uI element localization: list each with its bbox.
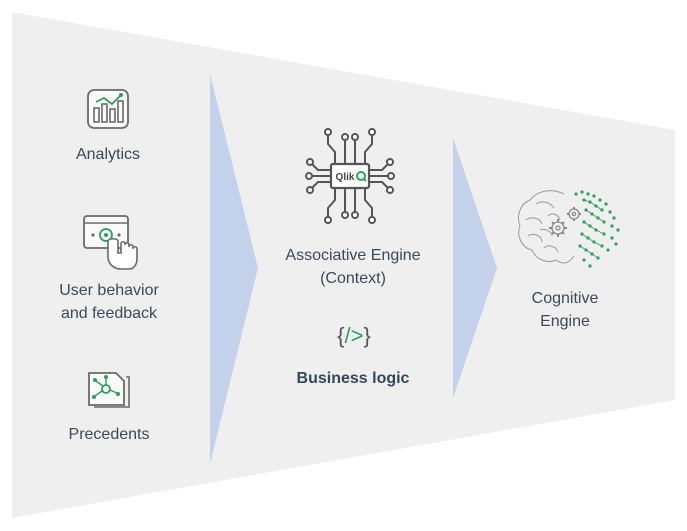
code-brackets-icon: {/>} (337, 323, 371, 348)
cognitive-engine-label-line1: Cognitive (531, 290, 599, 307)
associative-engine-label-line1: Associative Engine (285, 247, 421, 264)
network-document-icon (88, 372, 130, 408)
analytics-chart-icon (87, 89, 129, 129)
brain-gears-icon (517, 190, 620, 268)
chip-logo-text: Qlik (336, 172, 355, 183)
user-click-icon (83, 215, 138, 270)
cognitive-engine-label-line2: Engine (540, 313, 590, 330)
analytics-label: Analytics (75, 146, 141, 163)
chevron-arrow-1 (210, 74, 258, 464)
user-behavior-label-line1: User behavior (59, 282, 159, 299)
funnel-panel (12, 12, 675, 518)
chevron-arrow-2 (453, 138, 497, 398)
associative-engine-label-line2: (Context) (320, 270, 386, 287)
precedents-label: Precedents (68, 426, 150, 443)
user-behavior-label-line2: and feedback (60, 305, 158, 322)
business-logic-label: Business logic (296, 370, 410, 387)
chip-circuit-icon: Qlik (305, 128, 395, 224)
